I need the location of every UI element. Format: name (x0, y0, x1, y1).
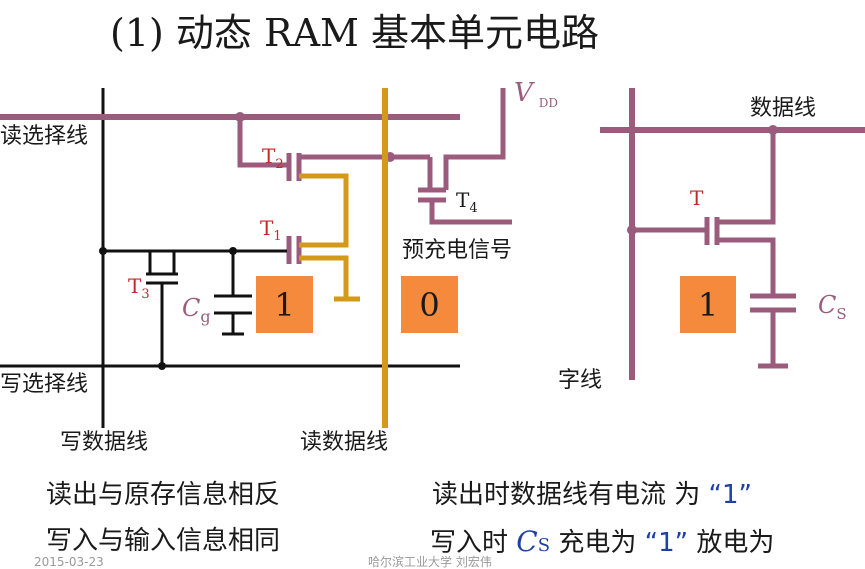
read-select-line-label: 读选择线 (0, 124, 89, 149)
t-source-wire (717, 237, 776, 296)
t2-t1-gold-wire (299, 173, 349, 248)
data-line-label: 数据线 (750, 96, 817, 121)
cs-label: CS (818, 291, 847, 323)
cg-label: Cg (182, 294, 211, 326)
write-select-line-label: 写选择线 (0, 372, 89, 397)
read-line-value-box: 0 (401, 276, 458, 333)
note-write-charge: 写入时 CS 充电为 “1” 放电为 (430, 525, 775, 558)
note-write-same: 写入与输入信息相同 (46, 526, 281, 556)
precharge-signal-label: 预充电信号 (402, 238, 513, 263)
cg-stored-value-box: 1 (256, 276, 313, 333)
note-read-inverted: 读出与原存信息相反 (46, 480, 281, 510)
vdd-wire (443, 88, 506, 190)
word-line-label: 字线 (558, 368, 603, 393)
footer-source: 哈尔滨工业大学 刘宏伟 (368, 555, 492, 569)
t1-label: T1 (260, 216, 282, 244)
t2-gate-wire (237, 117, 287, 168)
page-title: (1) 动态 RAM 基本单元电路 (110, 11, 600, 55)
t4-label: T4 (456, 188, 478, 216)
footer-date: 2015-03-23 (34, 555, 104, 569)
t2-label: T2 (262, 144, 284, 172)
read-data-line-label: 读数据线 (300, 430, 389, 455)
t-drain-wire (717, 130, 776, 225)
write-data-line-label: 写数据线 (60, 430, 149, 455)
t3-label: T3 (128, 274, 150, 302)
t-label: T (690, 186, 704, 210)
cg-node-junction-left (99, 247, 107, 255)
t4-gate-wire (429, 200, 512, 225)
t1-ground-gold-wire (299, 255, 349, 299)
cs-stored-value-box: 1 (680, 276, 736, 333)
note-read-current: 读出时数据线有电流 为 “1” (432, 480, 753, 510)
t3-gate-junction (158, 362, 166, 370)
